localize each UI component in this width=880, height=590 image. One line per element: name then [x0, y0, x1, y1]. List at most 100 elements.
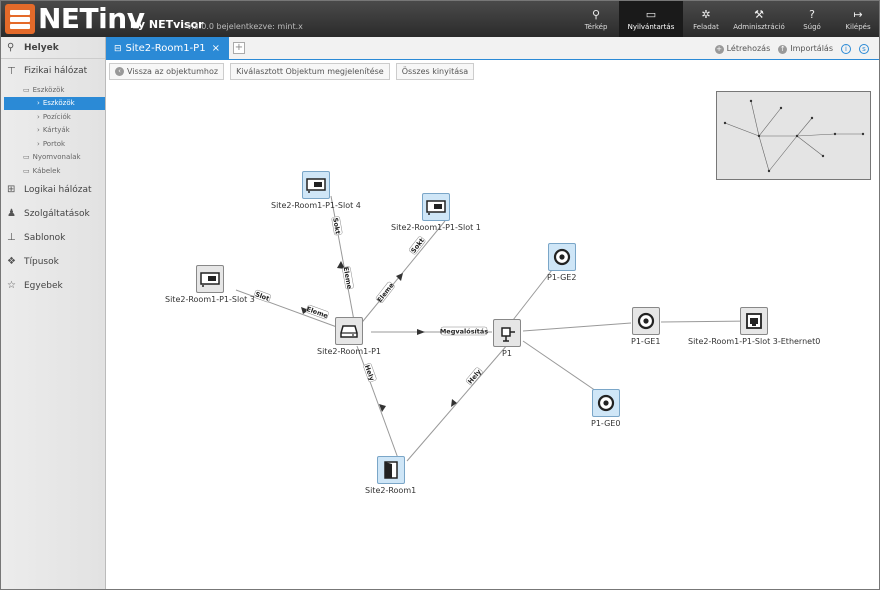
node-label: Site2-Room1-P1-Slot 3-Ethernet0	[688, 337, 821, 346]
node-p1-ge0[interactable]: P1-GE0	[591, 389, 620, 428]
create-label: Létrehozás	[726, 43, 771, 53]
inbox-icon: ▭	[645, 7, 657, 21]
network-card-icon	[301, 171, 330, 199]
node-slot4[interactable]: Site2-Room1-P1-Slot 4	[271, 171, 361, 210]
nav-sugo[interactable]: ? Súgó	[789, 1, 835, 37]
create-button[interactable]: +Létrehozás	[714, 43, 771, 54]
door-icon	[376, 456, 405, 484]
position-icon	[493, 319, 521, 347]
nav-terkep[interactable]: ⚲ Térkép	[573, 1, 619, 37]
sidebar-item-tipusok[interactable]: ❖ Típusok	[1, 250, 105, 274]
sidebar-item-egyebek[interactable]: ☆ Egyebek	[1, 274, 105, 298]
edge-p1device-room1	[356, 345, 400, 462]
edge-arrow	[417, 329, 425, 335]
add-tab-button[interactable]: +	[233, 42, 245, 54]
folder-icon: ▭	[23, 166, 30, 175]
node-label: P1-GE2	[547, 273, 577, 282]
tab-site2-room1-p1[interactable]: ⊟ Site2-Room1-P1 ×	[106, 37, 229, 60]
node-ethernet0[interactable]: Site2-Room1-P1-Slot 3-Ethernet0	[688, 307, 820, 346]
import-button[interactable]: ↑Importálás	[778, 44, 833, 54]
sidebar-item-sablonok[interactable]: ⊥ Sablonok	[1, 226, 105, 250]
close-icon[interactable]: ×	[211, 43, 220, 54]
tab-bar: ⊟ Site2-Room1-P1 × + +Létrehozás ↑Import…	[106, 37, 879, 60]
relationship-graph-canvas[interactable]: Sokt Eleme Sokt Eleme Slot	[107, 83, 879, 589]
port-icon	[631, 307, 660, 335]
sidebar-item-label: Egyebek	[24, 280, 63, 291]
edge-arrow	[379, 404, 386, 412]
node-label: Site2-Room1	[365, 486, 417, 495]
edge-arrow	[451, 399, 457, 407]
back-to-object-button[interactable]: ‹ Vissza az objektumhoz	[109, 63, 225, 80]
expand-all-button[interactable]: Összes kinyitása	[395, 63, 475, 80]
wrench-icon: ⚒	[754, 7, 764, 21]
sidebar-item-label: Fizikai hálózat	[24, 66, 88, 76]
sidebar-item-helyek[interactable]: ⚲ Helyek	[1, 37, 105, 59]
edge-label: Hely	[363, 364, 376, 383]
tree-item-kabelek[interactable]: ▭ Kábelek	[1, 164, 105, 178]
node-p1[interactable]: P1	[493, 319, 521, 358]
sidebar: ⚲ Helyek ⊤ Fizikai hálózat ▭ Eszközök › …	[1, 37, 106, 589]
graph-minimap[interactable]	[716, 91, 871, 180]
nav-label: Adminisztráció	[733, 22, 785, 31]
info-icon[interactable]: i	[841, 43, 851, 54]
user-service-icon: ♟	[7, 208, 16, 219]
node-slot1[interactable]: Site2-Room1-P1-Slot 1	[391, 193, 481, 232]
chevron-right-icon: ›	[37, 126, 40, 135]
help-icon: ?	[809, 7, 815, 21]
minimap-overview	[723, 99, 865, 173]
port-icon	[547, 243, 576, 271]
folder-open-icon: ▭	[23, 85, 30, 94]
back-arrow-icon: ‹	[115, 67, 124, 76]
network-card-icon	[195, 265, 224, 293]
nav-label: Térkép	[584, 22, 608, 31]
tree-item-label: Kártyák	[42, 126, 70, 135]
edge-p1-room1	[406, 343, 509, 462]
edge-slot4-p1device	[330, 195, 356, 327]
sidebar-item-label: Szolgáltatások	[24, 208, 90, 219]
template-icon: ⊥	[7, 232, 16, 243]
node-p1-device[interactable]: Site2-Room1-P1	[317, 317, 381, 356]
tree-item-eszkozok-selected[interactable]: › Eszközök	[4, 96, 105, 110]
node-slot3[interactable]: Site2-Room1-P1-Slot 3	[165, 265, 255, 304]
edge-arrow	[301, 307, 309, 314]
sidebar-item-label: Helyek	[24, 42, 59, 53]
node-p1-ge1[interactable]: P1-GE1	[631, 307, 660, 346]
tree-item-label: Eszközök	[32, 85, 65, 94]
sidebar-item-logikai-halozat[interactable]: ⊞ Logikai hálózat	[1, 178, 105, 202]
chevron-right-icon: ›	[37, 99, 40, 108]
edge-arrow	[337, 261, 345, 269]
network-tree-icon: ⊤	[7, 65, 16, 77]
node-label: Site2-Room1-P1-Slot 4	[271, 201, 361, 210]
port-icon	[591, 389, 620, 417]
nav-kilepes[interactable]: ↦ Kilépés	[835, 1, 879, 37]
nav-adminisztracio[interactable]: ⚒ Adminisztráció	[729, 1, 789, 37]
upload-icon: ↑	[778, 44, 788, 54]
tree-item-nyomvonalak[interactable]: ▭ Nyomvonalak	[1, 151, 105, 165]
edge-label: Sokt	[331, 217, 342, 235]
node-p1-ge2[interactable]: P1-GE2	[547, 243, 576, 282]
tab-label: Site2-Room1-P1	[125, 43, 206, 54]
tree-item-eszkozok[interactable]: ▭ Eszközök	[1, 83, 105, 97]
sidebar-item-szolgaltatasok[interactable]: ♟ Szolgáltatások	[1, 202, 105, 226]
sidebar-item-fizikai-halozat[interactable]: ⊤ Fizikai hálózat	[1, 59, 105, 83]
nav-feladat[interactable]: ✲ Feladat	[683, 1, 729, 37]
version-login-info: v.3.0.0 bejelentkezve: mint.x	[187, 22, 303, 31]
graph-toolbar: ‹ Vissza az objektumhoz Kiválasztott Obj…	[109, 63, 475, 81]
nav-label: Súgó	[803, 22, 821, 31]
tree-item-portok[interactable]: › Portok	[1, 137, 105, 151]
node-label: Site2-Room1-P1	[317, 347, 382, 356]
tree-item-poziciok[interactable]: › Pozíciók	[1, 110, 105, 124]
nav-label: Feladat	[693, 22, 719, 31]
graph-edges: Sokt Eleme Sokt Eleme Slot	[235, 195, 754, 462]
settings-icon[interactable]: s	[859, 43, 869, 54]
nav-nyilvantartas[interactable]: ▭ Nyilvántartás	[619, 1, 683, 37]
tree-item-label: Portok	[42, 139, 66, 148]
show-selected-object-button[interactable]: Kiválasztott Objektum megjelenítése	[230, 63, 390, 80]
brand-by: by NETvisor	[130, 18, 204, 31]
cubes-icon: ❖	[7, 256, 16, 267]
node-site2-room1[interactable]: Site2-Room1	[365, 456, 416, 495]
chevron-right-icon: ›	[37, 139, 40, 148]
sidebar-item-label: Logikai hálózat	[24, 184, 92, 195]
tree-item-label: Kábelek	[32, 166, 61, 175]
tree-item-kartyak[interactable]: › Kártyák	[1, 124, 105, 138]
